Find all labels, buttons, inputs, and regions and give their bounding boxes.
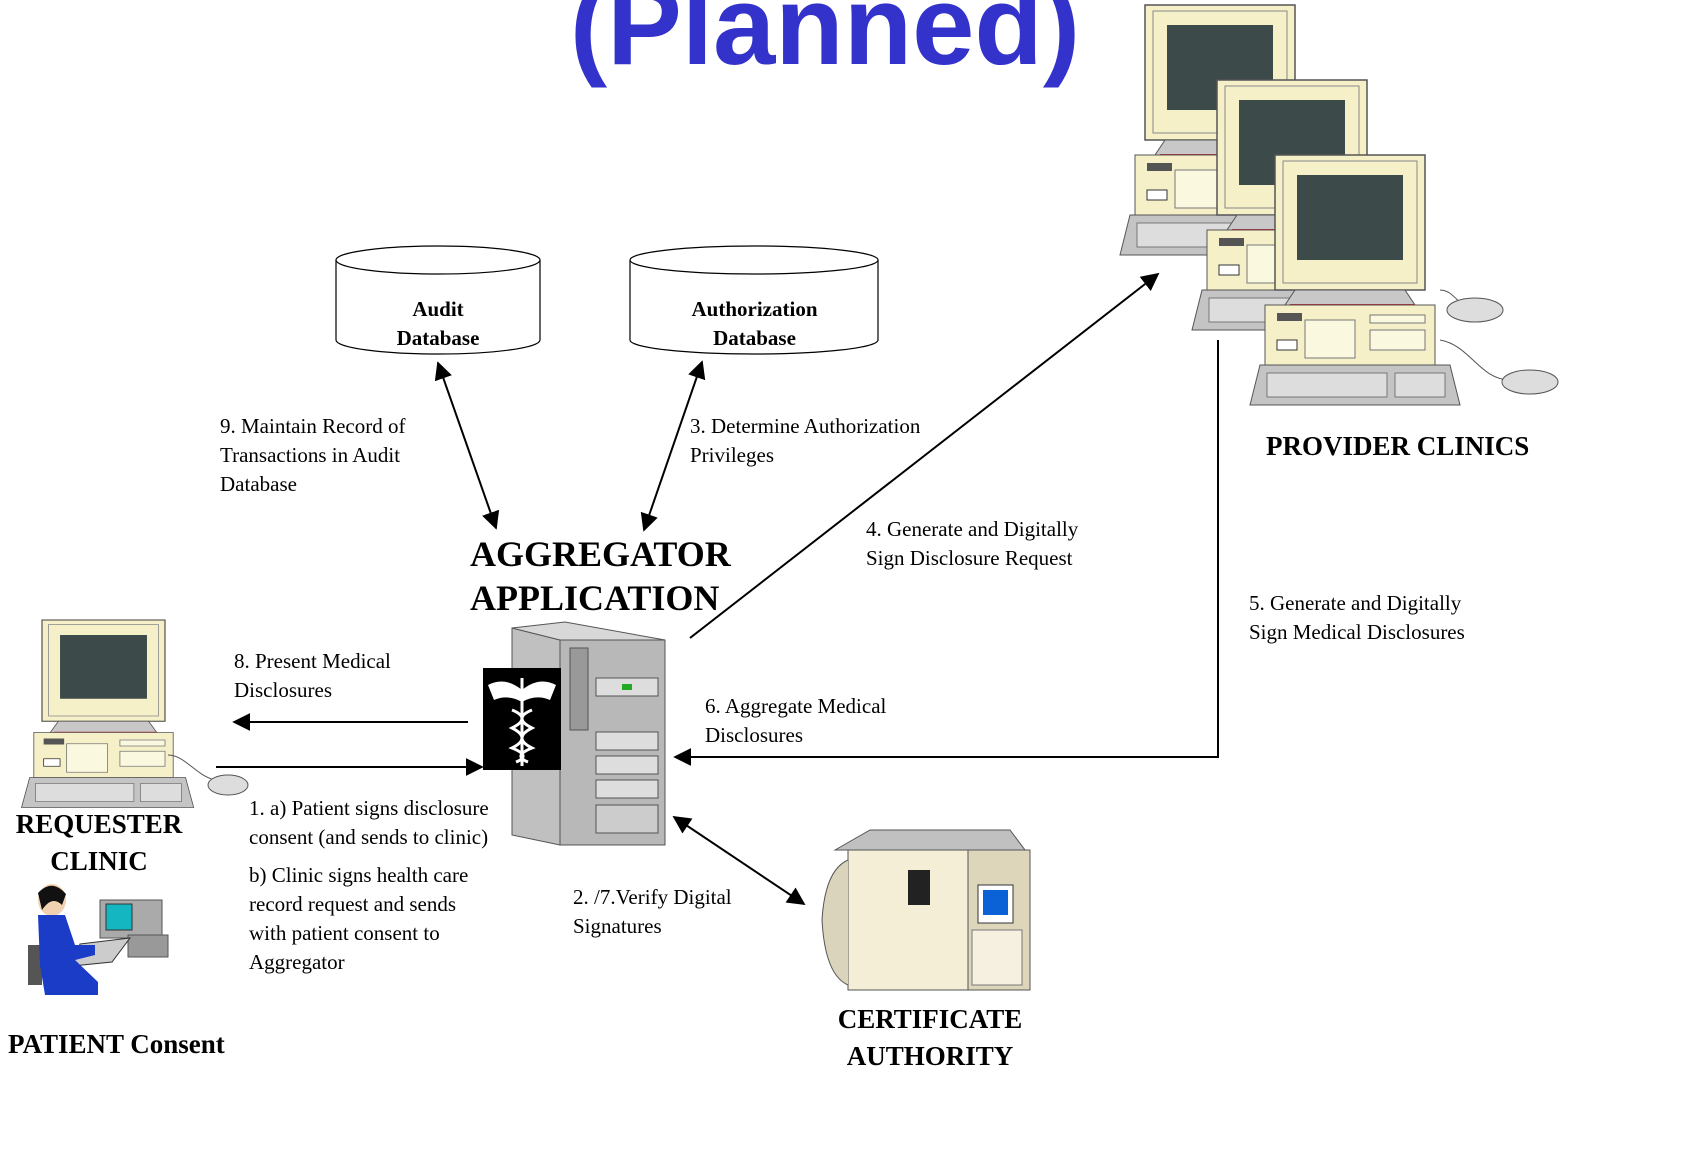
patient-consent-label: PATIENT Consent bbox=[8, 1029, 225, 1059]
provider-computer-3-icon bbox=[1249, 154, 1559, 406]
step-6-label: 6. Aggregate Medical Disclosures bbox=[705, 694, 887, 747]
audit-database-cylinder bbox=[335, 245, 541, 355]
arrow-authorization bbox=[640, 360, 706, 532]
certificate-authority-label: CERTIFICATE AUTHORITY bbox=[837, 1004, 1023, 1071]
step-1b-label: b) Clinic signs health care record reque… bbox=[249, 863, 469, 974]
step-4-label: 4. Generate and Digitally Sign Disclosur… bbox=[866, 517, 1079, 570]
step-3-label: 3. Determine Authorization Privileges bbox=[690, 414, 921, 467]
authorization-database-cylinder bbox=[629, 245, 879, 355]
requester-clinic-label: REQUESTER CLINIC bbox=[15, 809, 183, 876]
aggregator-server-icon bbox=[483, 621, 666, 846]
diagram-title: (Planned) bbox=[569, 0, 1081, 88]
step-1a-label: 1. a) Patient signs disclosure consent (… bbox=[249, 796, 489, 849]
arrow-verify-signatures bbox=[672, 815, 806, 906]
requester-computer-icon bbox=[20, 619, 249, 809]
authorization-database-label: Authorization Database bbox=[691, 297, 818, 350]
step-9-label: 9. Maintain Record of Transactions in Au… bbox=[220, 414, 406, 496]
provider-clinics-label: PROVIDER CLINICS bbox=[1266, 431, 1530, 461]
step-2-label: 2. /7.Verify Digital Signatures bbox=[573, 885, 732, 938]
arrow-aggregate-disclosures bbox=[673, 340, 1219, 766]
patient-person-icon bbox=[28, 884, 169, 995]
step-8-label: 8. Present Medical Disclosures bbox=[234, 649, 391, 702]
aggregator-application-label: AGGREGATOR APPLICATION bbox=[470, 534, 731, 618]
audit-database-label: Audit Database bbox=[396, 297, 480, 350]
arrow-audit bbox=[434, 361, 500, 530]
certificate-authority-icon bbox=[821, 829, 1031, 991]
step-5-label: 5. Generate and Digitally Sign Medical D… bbox=[1249, 591, 1465, 644]
arrow-disclosure-request bbox=[689, 272, 1160, 639]
